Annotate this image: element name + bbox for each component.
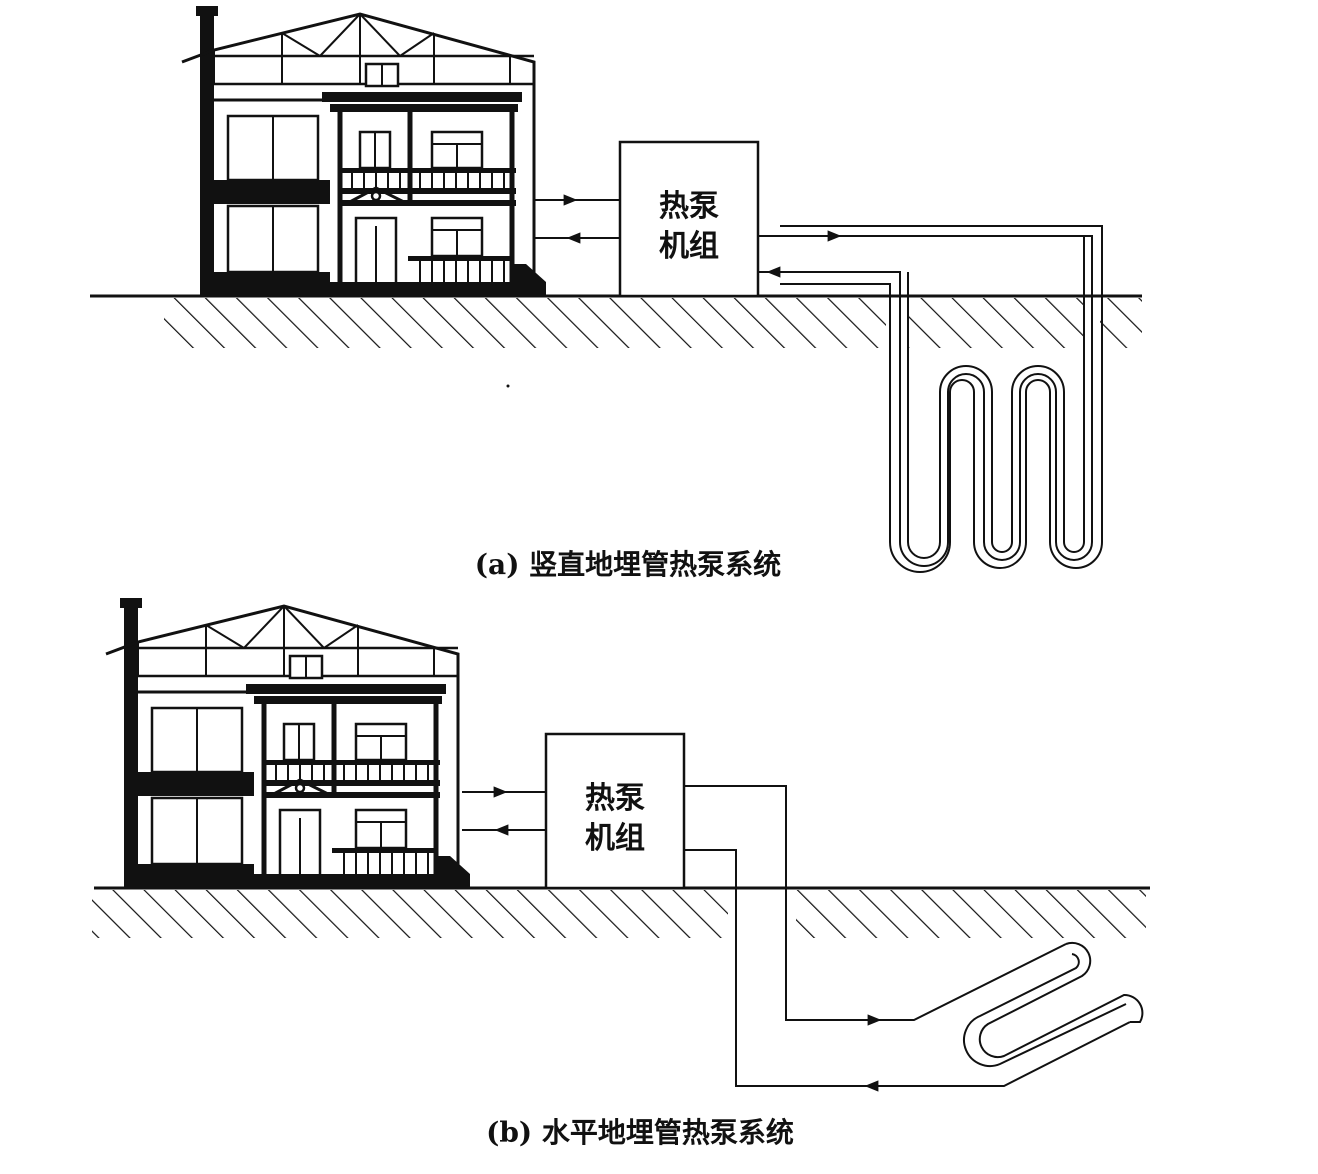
unit-label-a-line2: 机组 [659, 229, 719, 264]
house-b [106, 598, 470, 888]
diagram-b-horizontal: 热泵 机组 (b) 水平地埋管热泵系统 [92, 598, 1150, 1149]
caption-a: (a) 竖直地埋管热泵系统 [475, 548, 781, 581]
unit-label-b-line1: 热泵 [585, 781, 645, 816]
ground-hatch-a-left [164, 298, 886, 348]
ground-hatch-b-left [92, 890, 728, 938]
horizontal-loop-coils-inner [963, 953, 1127, 1067]
vertical-ground-loop-inner [907, 236, 1085, 559]
unit-label-b-line2: 机组 [585, 821, 645, 856]
diagram-a-vertical: 热泵 机组 (a) 竖直地埋管热泵系统 [90, 6, 1142, 581]
ground-hatch-a-right [1100, 298, 1142, 348]
heat-pump-unit-a [618, 140, 760, 298]
house-a [182, 6, 546, 296]
unit-label-a-line1: 热泵 [659, 189, 719, 224]
horizontal-loop-return [684, 849, 1131, 1087]
caption-b: (b) 水平地埋管热泵系统 [486, 1116, 794, 1149]
heat-pump-unit-b [544, 732, 686, 890]
ground-hatch-a-mid [908, 298, 1084, 348]
vertical-ground-loop-outer [758, 235, 1093, 567]
horizontal-loop-supply [684, 785, 1067, 1021]
horizontal-loop-coils-outer [978, 941, 1144, 1059]
ground-hatch-b-right [796, 890, 1146, 938]
